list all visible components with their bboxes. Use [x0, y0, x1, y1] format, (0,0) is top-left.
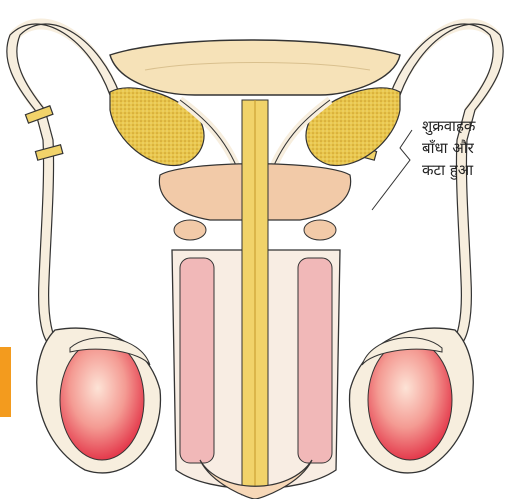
right-bulbourethral-gland — [304, 220, 336, 240]
annotation-line-3: कटा हुआ — [422, 159, 508, 181]
left-seminal-vesicle — [110, 88, 204, 166]
left-bulbourethral-gland — [174, 220, 206, 240]
annotation-line-1: शुक्रवाहक — [422, 115, 508, 137]
left-corpus-cavernosum — [180, 258, 214, 463]
left-testis — [60, 340, 144, 460]
right-seminal-vesicle — [306, 88, 400, 166]
annotation-line-2: बाँधा और — [422, 137, 508, 159]
right-testis — [368, 340, 452, 460]
vas-deferens-annotation: शुक्रवाहक बाँधा और कटा हुआ — [422, 115, 508, 181]
right-corpus-cavernosum — [298, 258, 332, 463]
